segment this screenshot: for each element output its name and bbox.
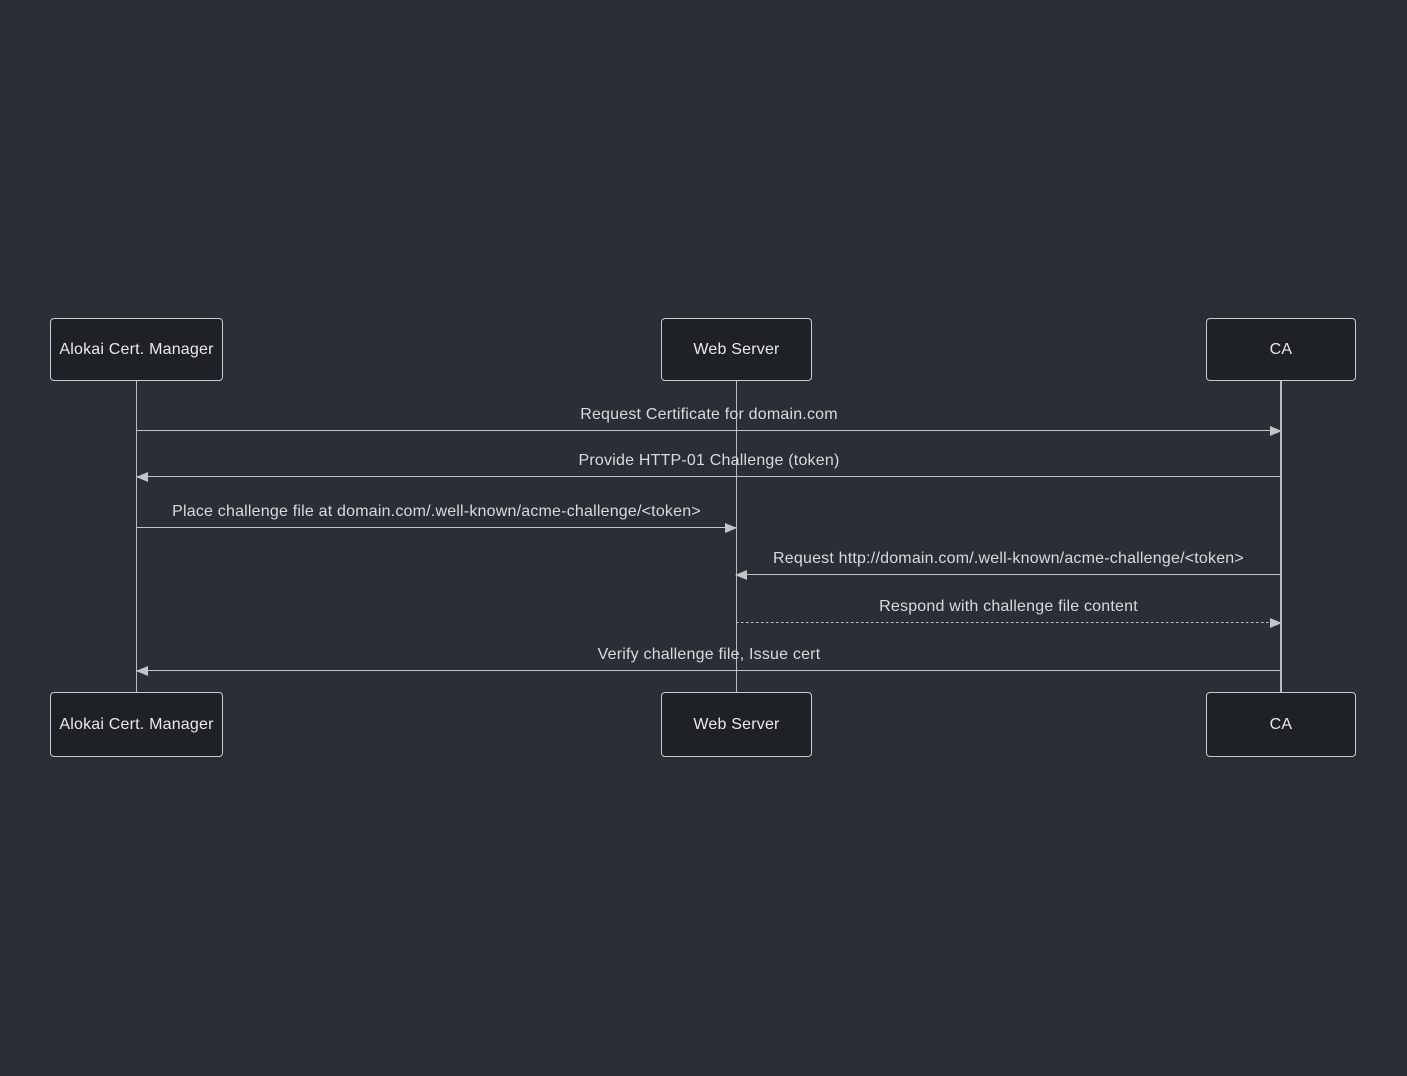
message-line [136,665,1281,676]
actor-bottom-alokai-cert-manager: Alokai Cert. Manager [50,692,223,757]
message-request-certificate: Request Certificate for domain.com [137,405,1282,436]
message-label: Request Certificate for domain.com [580,406,838,423]
actor-label: Web Server [693,340,780,358]
message-provide-challenge: Provide HTTP-01 Challenge (token) [136,451,1281,482]
message-line [137,425,1282,436]
arrowhead-right-icon [1270,617,1282,628]
message-line-dashed [736,617,1282,628]
message-request-challenge-url: Request http://domain.com/.well-known/ac… [735,549,1281,580]
actor-top-ca: CA [1206,318,1356,381]
arrowhead-right-icon [725,522,737,533]
message-line [136,471,1281,482]
lifeline-ca [1280,381,1282,692]
arrowhead-left-icon [735,569,747,580]
actor-label: CA [1269,340,1293,358]
message-line [137,522,737,533]
actor-label: Web Server [693,715,780,733]
actor-top-alokai-cert-manager: Alokai Cert. Manager [50,318,223,381]
actor-label: CA [1269,715,1293,733]
actor-top-web-server: Web Server [661,318,812,381]
message-place-challenge-file: Place challenge file at domain.com/.well… [137,502,737,533]
message-label: Place challenge file at domain.com/.well… [172,503,701,520]
message-respond-challenge-content: Respond with challenge file content [736,597,1282,628]
message-verify-issue-cert: Verify challenge file, Issue cert [136,645,1281,676]
message-label: Provide HTTP-01 Challenge (token) [578,452,840,469]
actor-label: Alokai Cert. Manager [59,715,214,733]
lifeline-web-server [735,381,738,692]
arrowhead-left-icon [136,471,148,482]
message-line [735,569,1281,580]
arrowhead-right-icon [1270,425,1282,436]
message-label: Respond with challenge file content [879,598,1138,615]
actor-bottom-ca: CA [1206,692,1356,757]
actor-label: Alokai Cert. Manager [59,340,214,358]
message-label: Verify challenge file, Issue cert [597,646,821,663]
lifeline-alokai-cert-manager [135,381,138,692]
arrowhead-left-icon [136,665,148,676]
actor-bottom-web-server: Web Server [661,692,812,757]
message-label: Request http://domain.com/.well-known/ac… [773,550,1244,567]
